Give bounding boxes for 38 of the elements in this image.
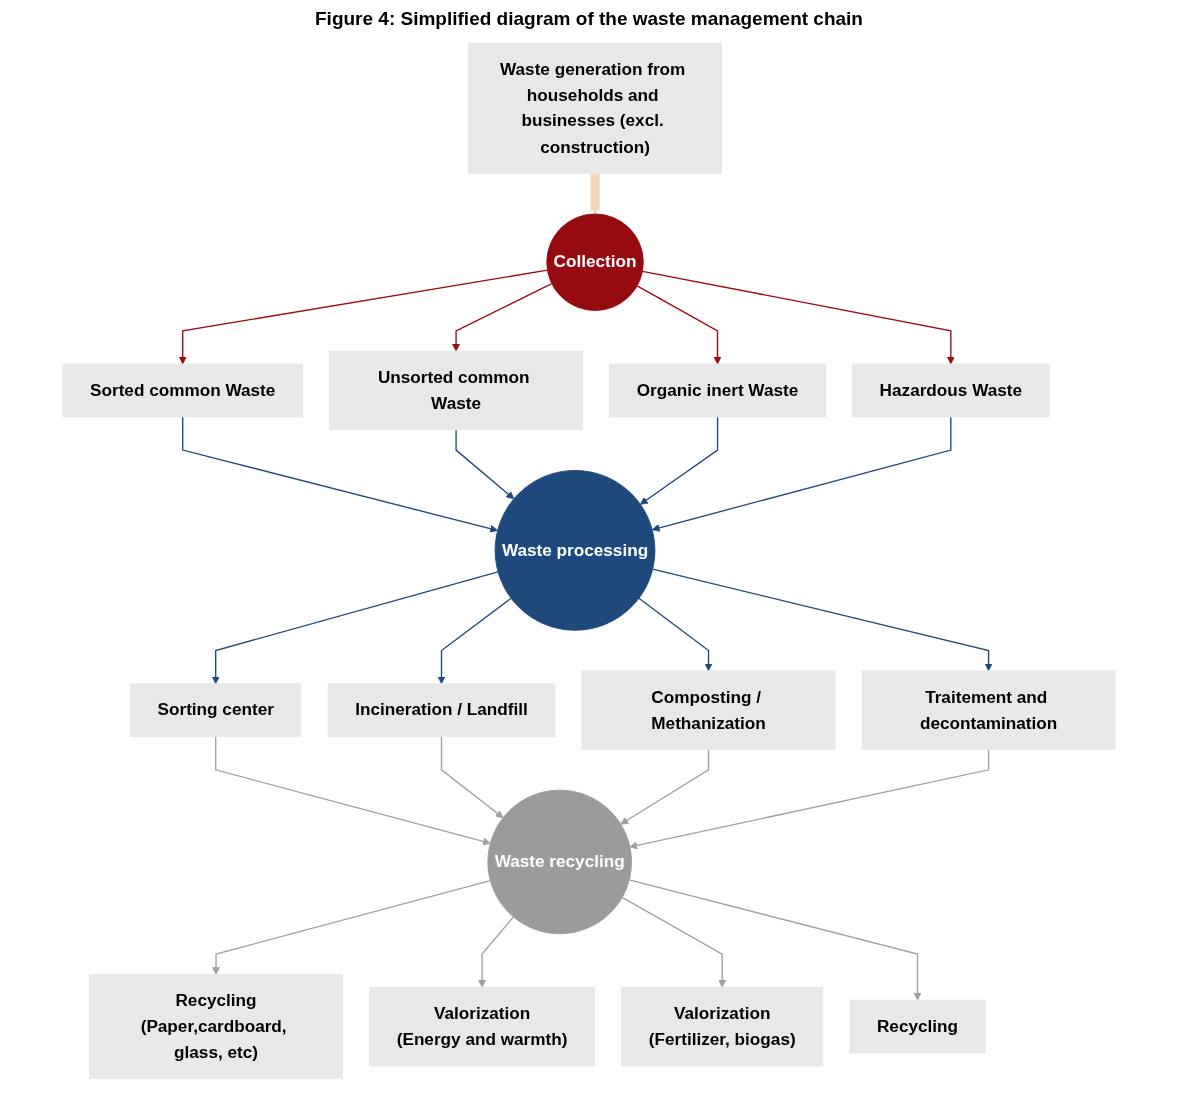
arrow: [621, 896, 727, 988]
arrow: [640, 416, 719, 505]
node-box: Recycling (Paper,cardboard, glass, etc): [89, 973, 343, 1080]
arrow: [641, 270, 955, 365]
arrow: [628, 879, 922, 1001]
arrow: [455, 429, 515, 500]
arrow: [212, 879, 491, 975]
node-circle: Collection: [546, 213, 644, 311]
diagram-title: Figure 4: Simplified diagram of the waste management chain: [315, 8, 863, 30]
arrow: [440, 735, 504, 819]
node-box: Unsorted common Waste: [329, 350, 583, 431]
arrow: [620, 748, 710, 825]
node-circle: Waste processing: [494, 469, 656, 631]
node-box: Waste generation from households and businesses (excl. construction): [468, 42, 722, 174]
arrow: [178, 269, 549, 365]
node-box: Hazardous Waste: [852, 363, 1050, 418]
node-box: Incineration / Landfill: [327, 683, 556, 738]
node-box: Traitement and decontamination: [861, 670, 1116, 750]
node-box: Sorted common Waste: [62, 363, 303, 418]
arrow: [651, 416, 952, 532]
arrow: [452, 282, 553, 352]
arrow: [211, 571, 499, 685]
node-box: Recycling: [849, 999, 986, 1054]
arrow: [590, 173, 600, 215]
node-box: Composting / Methanization: [581, 670, 836, 750]
arrow: [638, 597, 713, 672]
arrow: [478, 916, 515, 988]
arrow: [437, 597, 512, 685]
arrow: [652, 568, 993, 672]
arrow: [636, 285, 722, 365]
arrow: [215, 735, 491, 846]
node-box: Sorting center: [129, 683, 302, 738]
node-box: Valorization (Fertilizer, biogas): [621, 986, 824, 1067]
arrow: [629, 748, 990, 850]
node-circle: Waste recycling: [487, 789, 632, 935]
arrow: [182, 416, 498, 533]
node-box: Organic inert Waste: [609, 363, 826, 418]
node-box: Valorization (Energy and warmth): [369, 986, 595, 1067]
